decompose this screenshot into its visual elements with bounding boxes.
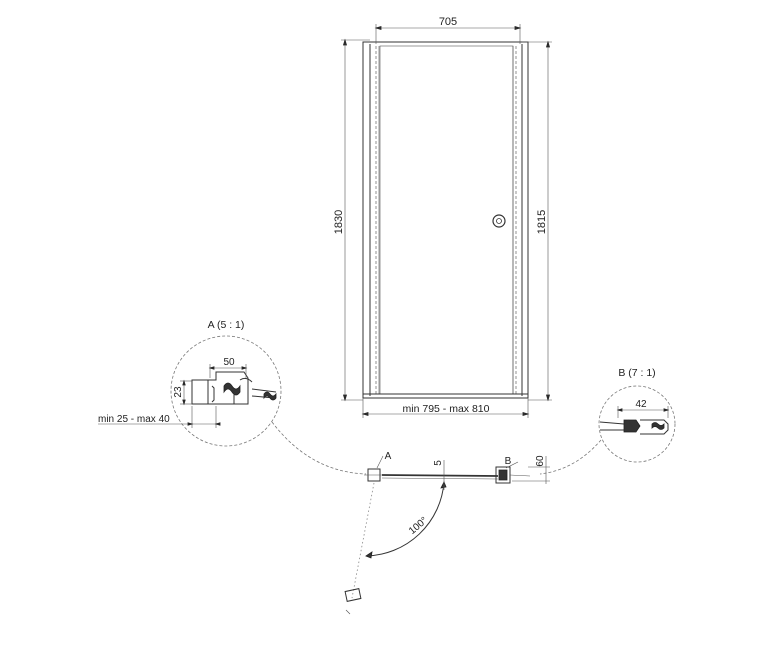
detail-a-title: A (5 : 1) xyxy=(208,319,245,331)
detail-a-range-label: min 25 - max 40 xyxy=(98,414,170,425)
dimension-top-width: 705 xyxy=(374,16,522,44)
door-knob xyxy=(492,214,506,228)
detail-b-profile xyxy=(599,419,669,435)
detail-b: B (7 : 1) 42 xyxy=(598,367,676,463)
detail-a-width-label: 50 xyxy=(223,357,235,368)
plan-marker-b: B xyxy=(505,456,512,467)
plan-depth-label: 60 xyxy=(535,455,546,467)
dim-width-top-label: 705 xyxy=(439,16,457,28)
detail-b-width-label: 42 xyxy=(635,399,647,410)
detail-a-height-label: 23 xyxy=(173,386,184,398)
door-outer-frame xyxy=(362,41,529,399)
dimension-right-height: 1815 xyxy=(522,40,552,402)
leader-a xyxy=(271,421,367,475)
dim-height-left-label: 1830 xyxy=(333,210,345,234)
plan-door-open xyxy=(351,482,375,599)
dim-width-bottom-label: min 795 - max 810 xyxy=(403,403,490,415)
dimension-bottom-width: min 795 - max 810 xyxy=(361,398,530,418)
plan-marker-a: A xyxy=(385,451,392,462)
dimension-left-height: 1830 xyxy=(333,38,370,402)
dim-height-right-label: 1815 xyxy=(536,210,548,234)
detail-a-circle xyxy=(170,335,282,447)
door-knob-center xyxy=(496,218,502,224)
plan-door-panel xyxy=(381,474,499,477)
detail-b-circle xyxy=(598,385,676,463)
detail-b-title: B (7 : 1) xyxy=(618,367,655,379)
plan-view: 100° A B 5 60 xyxy=(344,451,550,615)
leader-b xyxy=(539,439,602,475)
detail-a-profile xyxy=(191,371,277,405)
detail-a: A (5 : 1) 50 23 xyxy=(98,319,282,447)
plan-angle-arc xyxy=(365,481,445,557)
door-elevation xyxy=(362,41,529,399)
plan-angle-label: 100° xyxy=(407,515,430,537)
plan-gap-label: 5 xyxy=(433,460,444,466)
